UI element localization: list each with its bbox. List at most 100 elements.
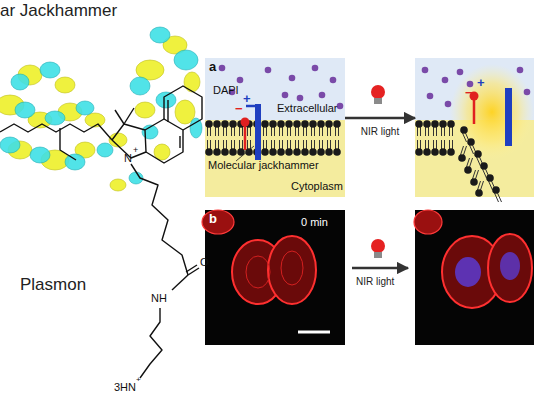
lipid-tail xyxy=(295,140,296,149)
lipid xyxy=(309,140,317,156)
orbital-lobe xyxy=(184,72,200,92)
micrograph-background xyxy=(415,210,534,345)
lipid xyxy=(301,120,309,136)
arrow-label: NIR light xyxy=(361,126,399,137)
lipid-tail xyxy=(314,127,315,136)
lipid-head xyxy=(301,120,309,128)
jackhammer-bar xyxy=(255,104,261,160)
heat-glow xyxy=(450,64,534,160)
atom-label: N xyxy=(124,152,132,164)
dapi-molecule xyxy=(219,65,226,72)
lipid-tail xyxy=(218,127,219,136)
lipid-tail xyxy=(295,127,296,136)
lipid-tail xyxy=(223,127,224,136)
lipid xyxy=(431,120,439,136)
orbital-lobe xyxy=(76,101,94,115)
lipid-tail xyxy=(449,140,450,149)
orbital-lobe xyxy=(65,154,85,170)
micrograph xyxy=(202,210,345,345)
chemical-bond xyxy=(0,124,112,140)
lipid-head xyxy=(285,148,293,156)
lipid-head xyxy=(221,120,229,128)
process-arrow xyxy=(345,117,415,120)
stained-nucleus xyxy=(455,257,481,287)
atom-label: O xyxy=(200,256,209,268)
lipid xyxy=(293,120,301,136)
atom-label: 3HN xyxy=(114,381,136,393)
lipid-head xyxy=(480,162,488,170)
orbital-lobe xyxy=(97,143,113,157)
lipid xyxy=(464,158,472,174)
lipid xyxy=(229,140,237,156)
lipid-head xyxy=(293,148,301,156)
chemical-bond xyxy=(140,308,162,378)
lipid-head xyxy=(431,148,439,156)
lipid xyxy=(285,120,293,136)
lipid-tail xyxy=(247,140,248,149)
lipid-tail xyxy=(231,140,232,149)
region-label: Extracellular xyxy=(277,102,338,114)
lipid xyxy=(205,120,213,136)
lipid-head xyxy=(333,120,341,128)
process-arrow xyxy=(352,267,408,270)
lipid-head xyxy=(261,120,269,128)
panel-letter: b xyxy=(209,212,217,226)
lipid-head xyxy=(474,150,482,158)
dapi-molecule xyxy=(330,77,337,84)
lipid-tail xyxy=(433,127,434,136)
chemical-bond xyxy=(131,164,188,275)
chemical-bond xyxy=(167,100,168,122)
lipid-tail xyxy=(476,170,479,179)
orbital-lobe xyxy=(0,137,20,153)
lipid-tail xyxy=(266,140,267,149)
lipid-head xyxy=(213,148,221,156)
lipid-tail xyxy=(274,140,275,149)
lipid xyxy=(317,140,325,156)
lipid-tail xyxy=(417,127,418,136)
lipid-tail xyxy=(242,127,243,136)
lipid-tail xyxy=(461,146,464,155)
lipid-tail xyxy=(433,140,434,149)
lipid-tail xyxy=(452,140,453,149)
lipid-tail xyxy=(207,127,208,136)
cell xyxy=(414,210,442,234)
lipid xyxy=(277,140,285,156)
lipid-tail xyxy=(319,140,320,149)
bulb-base xyxy=(374,98,382,104)
orbital-lobe xyxy=(110,179,126,191)
dapi-molecule xyxy=(297,95,304,102)
lipid-tail xyxy=(425,140,426,149)
lipid xyxy=(470,170,478,186)
orbital-lobe xyxy=(150,27,170,43)
jackhammer-bar xyxy=(505,88,512,146)
lipid-tail xyxy=(226,140,227,149)
lipid-tail xyxy=(250,127,251,136)
jackhammer-tail xyxy=(473,100,476,124)
cell xyxy=(268,236,316,304)
dapi-molecule xyxy=(282,92,289,99)
chemical-bond xyxy=(60,128,76,160)
lipid-head xyxy=(261,148,269,156)
cell xyxy=(488,234,532,302)
lipid-tail xyxy=(239,140,240,149)
lipid-tail xyxy=(473,170,476,179)
lipid-tail xyxy=(298,140,299,149)
dapi-molecule xyxy=(427,93,434,100)
lipid-head xyxy=(309,120,317,128)
lipid-tail xyxy=(436,140,437,149)
cytoplasm-region xyxy=(205,120,345,197)
lipid-tail xyxy=(271,127,272,136)
lipid xyxy=(415,140,423,156)
charge-sign: + xyxy=(133,146,138,156)
lipid-tail xyxy=(425,127,426,136)
lipid-tail xyxy=(335,140,336,149)
chemical-bond xyxy=(179,136,180,148)
lipid-tail xyxy=(271,140,272,149)
lipid-head xyxy=(423,148,431,156)
lipid-head xyxy=(309,148,317,156)
lipid-head xyxy=(447,120,455,128)
dapi-molecule xyxy=(319,92,326,99)
molecule-skeleton xyxy=(0,86,202,378)
orbital-lobe xyxy=(190,118,202,138)
orbital-lobe xyxy=(174,50,198,70)
